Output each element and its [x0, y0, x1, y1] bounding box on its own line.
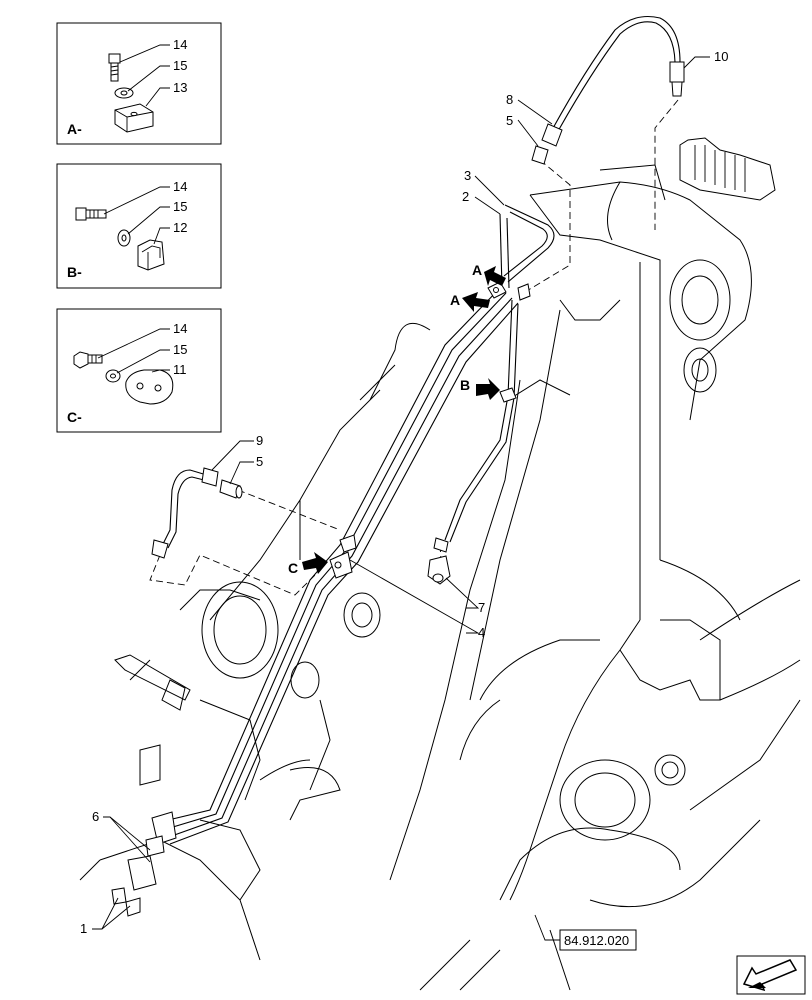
bolt-icon — [73, 351, 103, 369]
pipe-clamp-icon — [137, 239, 165, 271]
washer-icon — [105, 369, 121, 383]
fittings-1 — [111, 887, 141, 917]
callout-1: 1 — [80, 921, 87, 936]
reference-label: 84.912.020 — [564, 933, 629, 948]
fitting-5-top — [531, 145, 549, 165]
hose-10 — [551, 15, 685, 134]
detail-b-part-15: 15 — [173, 199, 187, 214]
washer-icon — [117, 229, 131, 247]
callout-9: 9 — [256, 433, 263, 448]
callout-2: 2 — [462, 189, 469, 204]
bolt-icon — [75, 207, 107, 221]
arrow-label-b: B — [460, 377, 470, 393]
hose-9 — [151, 467, 219, 559]
detail-c-part-11: 11 — [173, 362, 187, 377]
fittings-6 — [127, 811, 177, 891]
fitting-7 — [427, 537, 451, 585]
fitting-8 — [541, 123, 563, 147]
fitting-5-mid — [219, 479, 243, 499]
callout-4: 4 — [478, 625, 485, 640]
bolt-icon — [108, 53, 121, 82]
detail-frame-b — [56, 163, 222, 289]
arrow-a-top: A — [472, 262, 506, 286]
pipe-clamps — [329, 281, 531, 579]
detail-a-part-15: 15 — [173, 58, 187, 73]
reference-box[interactable]: 84.912.020 — [559, 929, 637, 951]
callout-10: 10 — [714, 49, 728, 64]
hydraulic-pipes — [159, 204, 555, 845]
detail-a-part-14: 14 — [173, 37, 187, 52]
detail-frame-a — [56, 22, 222, 145]
detail-c-part-14: 14 — [173, 321, 187, 336]
arrow-label-a-top: A — [472, 262, 482, 278]
detail-b-label: B- — [67, 264, 82, 280]
clamp-plate-icon — [125, 369, 174, 405]
callout-7: 7 — [478, 600, 485, 615]
detail-a-part-13: 13 — [173, 80, 187, 95]
detail-b-part-12: 12 — [173, 220, 187, 235]
navigation-arrow-icon[interactable] — [736, 955, 806, 995]
detail-b-part-14: 14 — [173, 179, 187, 194]
pipe-clamp-icon — [114, 103, 154, 133]
arrow-c: C — [288, 552, 328, 576]
callout-6: 6 — [92, 809, 99, 824]
arrow-label-a-lower: A — [450, 292, 460, 308]
detail-c-part-15: 15 — [173, 342, 187, 357]
detail-a-label: A- — [67, 121, 82, 137]
detail-view-a: 14 15 13 A- — [56, 22, 222, 145]
callout-3: 3 — [464, 168, 471, 183]
boom-structure — [79, 137, 801, 991]
detail-c-label: C- — [67, 409, 82, 425]
callout-5-mid: 5 — [256, 454, 263, 469]
detail-view-b: 14 15 12 B- — [56, 163, 222, 289]
callout-leaders — [92, 56, 710, 941]
arrow-label-c: C — [288, 560, 298, 576]
detail-view-c: 14 15 11 C- — [56, 308, 222, 433]
detail-frame-c — [56, 308, 222, 433]
arrow-b: B — [460, 377, 500, 400]
callout-5-top: 5 — [506, 113, 513, 128]
arrow-a-lower: A — [450, 292, 490, 312]
callout-8: 8 — [506, 92, 513, 107]
